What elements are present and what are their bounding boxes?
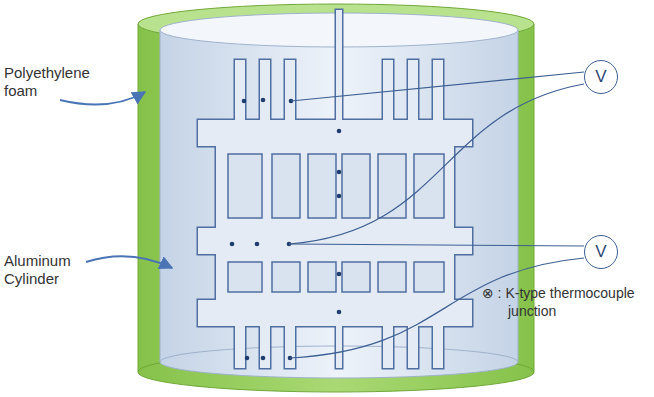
meter-symbol: V bbox=[595, 67, 606, 87]
frame-openings bbox=[228, 154, 444, 292]
part-label: Aluminum Cylinder bbox=[4, 252, 94, 288]
voltmeter-circle: V bbox=[584, 235, 618, 269]
thermocouple-junction bbox=[230, 98, 342, 361]
leader-arrow bbox=[60, 92, 172, 268]
legend-entry: ⊗ : K-type thermocouple junction bbox=[482, 284, 648, 320]
foam-shell bbox=[138, 4, 534, 392]
voltmeter-circle: V bbox=[584, 60, 618, 94]
part-label: Polyethylene foam bbox=[4, 64, 114, 100]
thermocouple-frame bbox=[198, 10, 472, 368]
meter-symbol: V bbox=[595, 242, 606, 262]
